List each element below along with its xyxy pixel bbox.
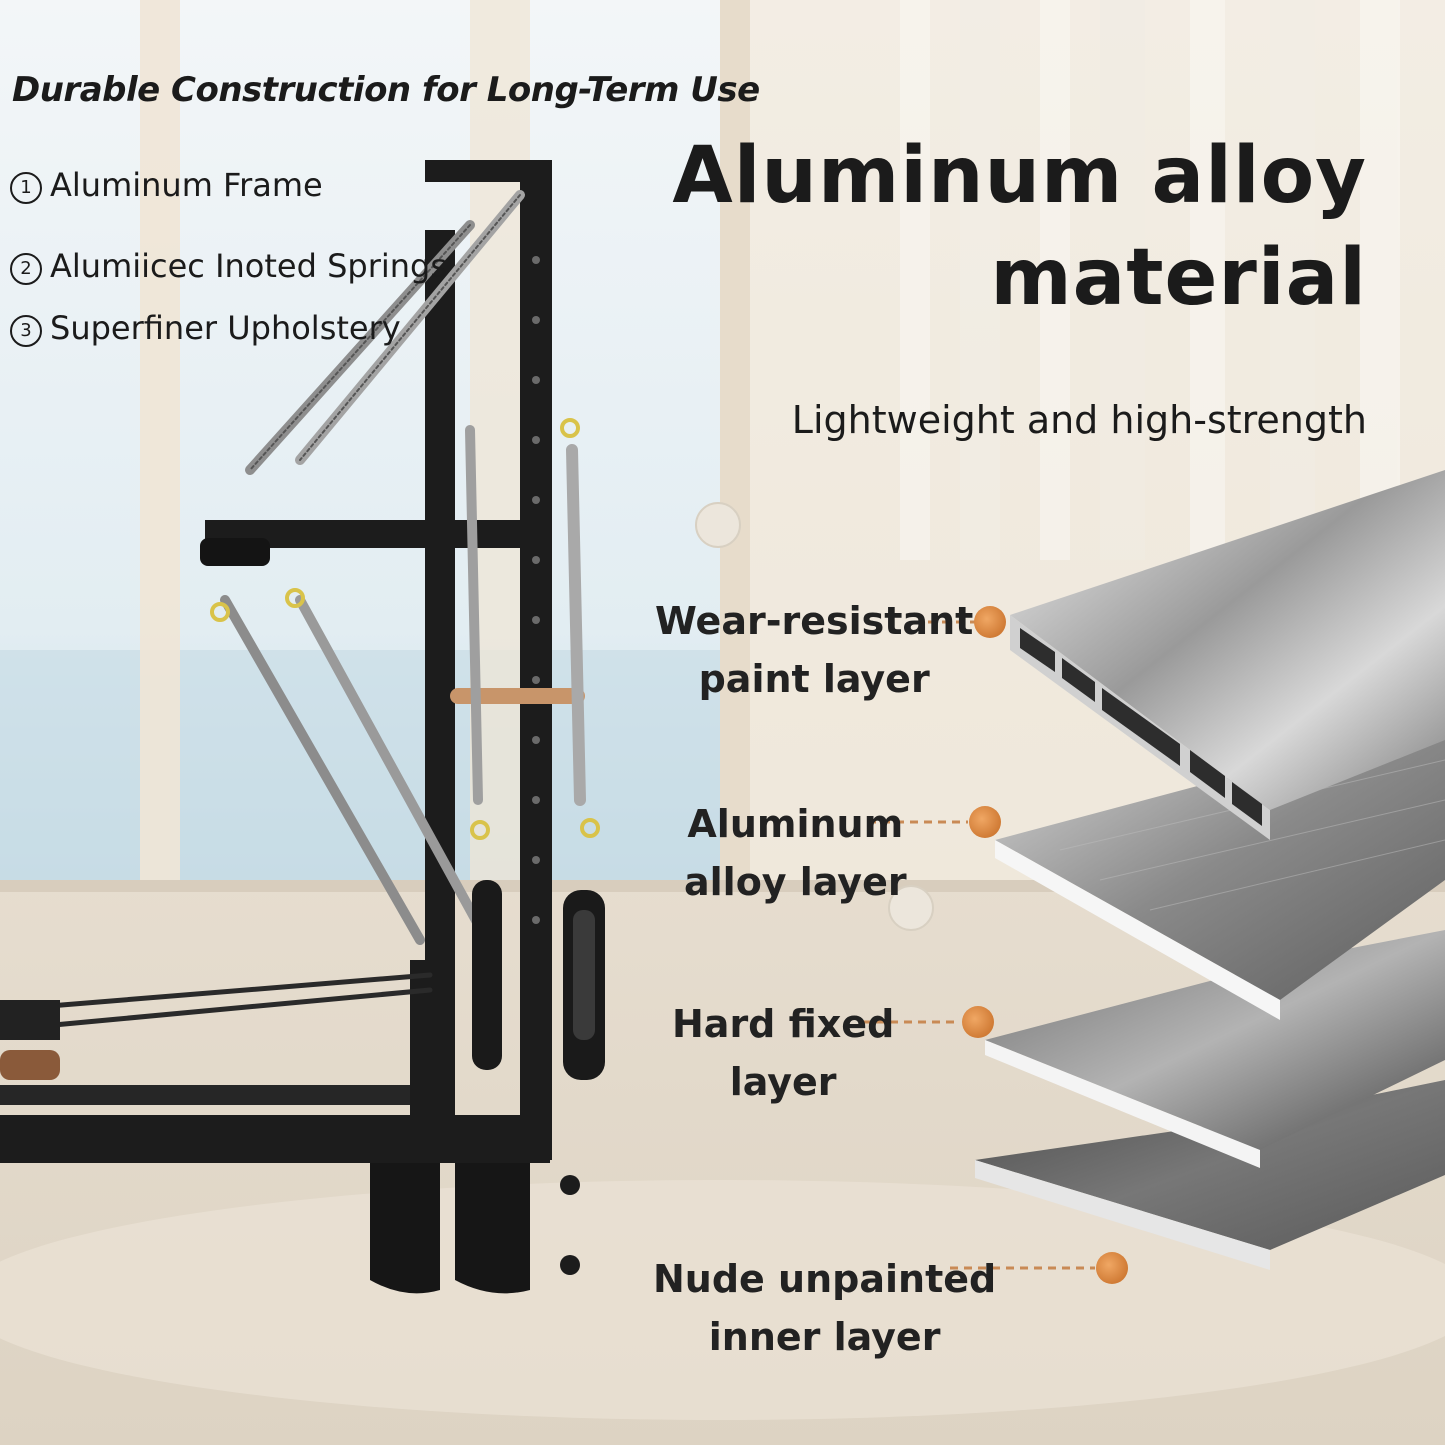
feature-label: Superfiner Upholstery xyxy=(50,309,401,347)
pilates-frame xyxy=(0,160,605,1294)
layer-label-line1: Nude unpainted xyxy=(653,1257,997,1301)
headline: Durable Construction for Long-Term Use xyxy=(12,70,760,110)
layer-label-line1: Aluminum xyxy=(687,802,904,846)
number-badge: 2 xyxy=(10,253,42,285)
layer-label-inner: Nude unpainted inner layer xyxy=(653,1250,996,1366)
layer-label-line2: paint layer xyxy=(698,657,930,701)
layer-label-alloy: Aluminum alloy layer xyxy=(684,795,907,911)
callout-lines xyxy=(862,620,1095,1270)
layer-label-line1: Hard fixed xyxy=(672,1002,895,1046)
number-badge: 3 xyxy=(10,315,42,347)
feature-label: Alumiicec Inoted Springs xyxy=(50,247,448,285)
layer-label-hard-fixed: Hard fixed layer xyxy=(672,995,894,1111)
main-title-line2: material xyxy=(990,233,1367,323)
number-badge: 1 xyxy=(10,172,42,204)
main-title: Aluminum alloy material xyxy=(672,125,1367,329)
feature-label: Aluminum Frame xyxy=(50,166,323,204)
callout-dots xyxy=(962,606,1128,1284)
main-title-line1: Aluminum alloy xyxy=(672,131,1367,221)
subtitle: Lightweight and high-strength xyxy=(791,398,1367,442)
layer-label-line2: layer xyxy=(729,1060,837,1104)
layer-label-paint: Wear-resistant paint layer xyxy=(655,592,973,708)
alloy-layers xyxy=(975,470,1445,1270)
layer-label-line2: inner layer xyxy=(708,1315,941,1359)
layer-label-line2: alloy layer xyxy=(684,860,907,904)
layer-label-line1: Wear-resistant xyxy=(655,599,974,643)
